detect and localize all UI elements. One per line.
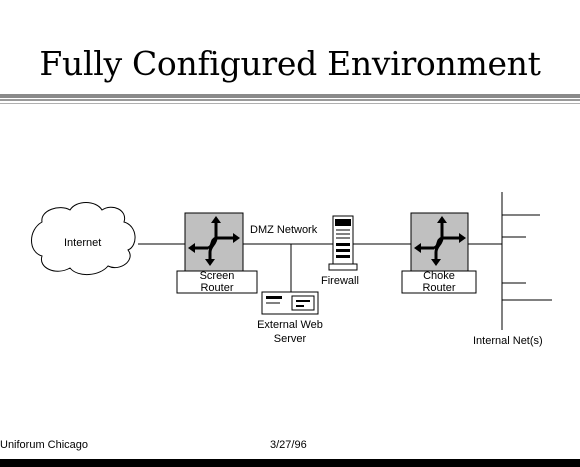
web-server-icon — [261, 291, 319, 315]
web-server-label-line2: Server — [273, 333, 307, 345]
dmz-network-label: DMZ Network — [250, 224, 318, 236]
slide-title: Fully Configured Environment — [39, 44, 541, 83]
choke-router-label-line2: Router — [422, 282, 456, 294]
firewall-icon — [328, 215, 358, 271]
web-server-label: External Web Server — [244, 318, 336, 346]
cloud-icon — [31, 202, 136, 275]
title-rule-mid — [0, 99, 580, 101]
bottom-bar — [0, 459, 580, 467]
network-links — [138, 192, 552, 330]
internet-label: Internet — [64, 237, 102, 249]
title-rule-thin — [0, 103, 580, 104]
router-icon — [401, 212, 477, 294]
screen-router-label: Screen Router — [177, 270, 257, 294]
screen-router-label-line1: Screen — [199, 270, 235, 282]
firewall-label: Firewall — [321, 275, 359, 287]
internal-nets-label: Internal Net(s) — [473, 335, 543, 347]
footer-org: Uniforum Chicago — [0, 439, 89, 451]
title-rule-thick — [0, 94, 580, 98]
choke-router-label: Choke Router — [402, 270, 476, 294]
web-server-label-line1: External Web — [257, 319, 323, 331]
choke-router-label-line1: Choke — [423, 270, 455, 282]
screen-router-label-line2: Router — [200, 282, 234, 294]
footer-date: 3/27/96 — [270, 439, 307, 451]
router-icon — [176, 212, 258, 294]
